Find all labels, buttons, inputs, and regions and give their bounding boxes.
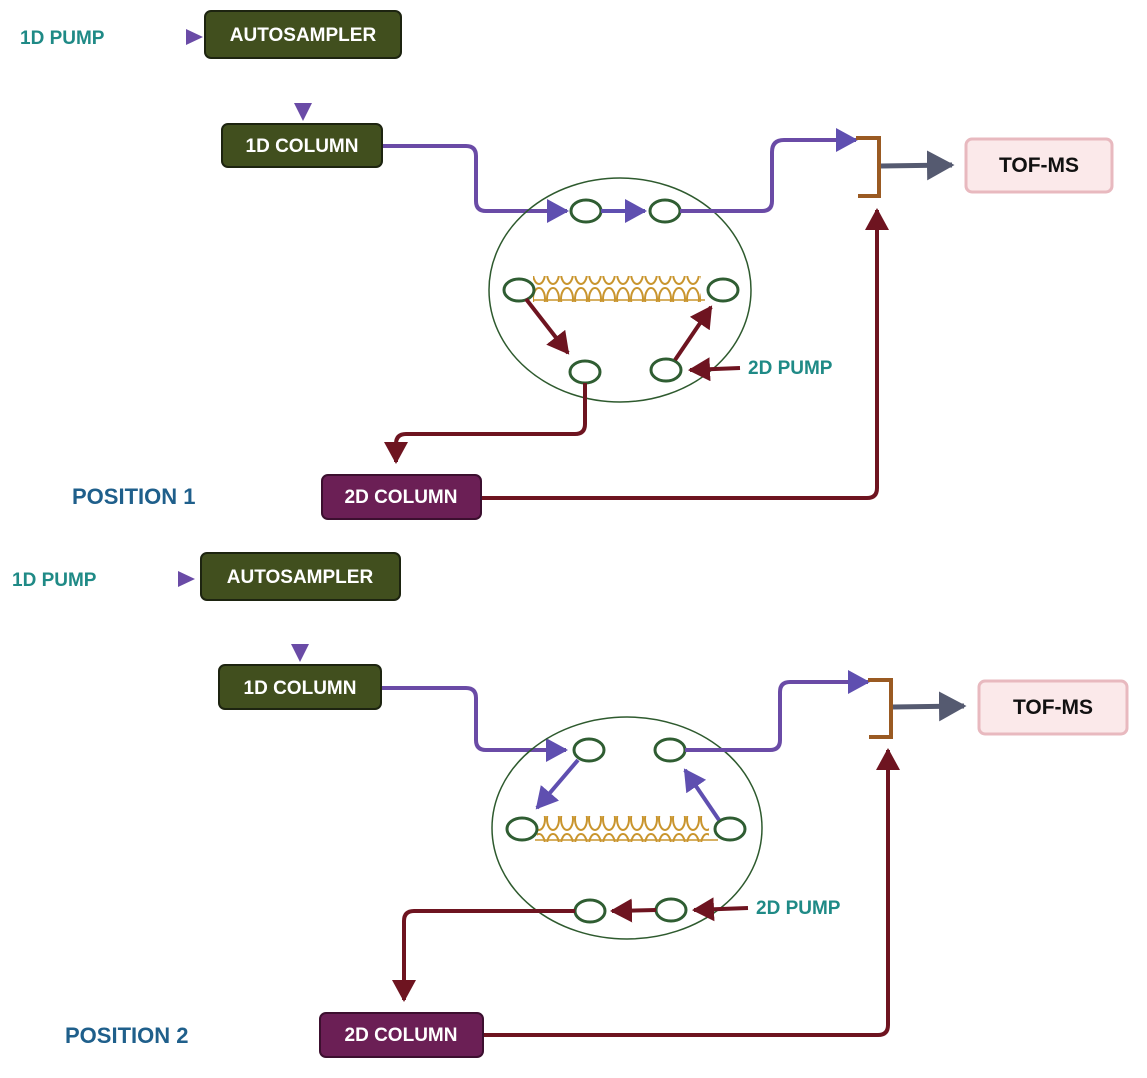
column-2d-label: 2D COLUMN <box>345 487 458 508</box>
column-1d-label: 1D COLUMN <box>246 136 359 157</box>
tof-ms-label: TOF-MS <box>999 154 1079 177</box>
autosampler-label: AUTOSAMPLER <box>230 25 377 46</box>
pump-2d-label: 2D PUMP <box>756 898 841 919</box>
valve-port <box>573 898 607 924</box>
column-2d-box: 2D COLUMN <box>319 1012 484 1058</box>
modulator-valve <box>488 177 752 403</box>
arrowhead <box>291 644 309 662</box>
autosampler-label: AUTOSAMPLER <box>227 567 374 588</box>
pump-2d-arrow <box>692 897 749 922</box>
position-label: POSITION 2 <box>65 1023 188 1048</box>
tof-ms-box: TOF-MS <box>964 137 1114 194</box>
flow-loop-to-port <box>524 297 570 355</box>
autosampler-box: AUTOSAMPLER <box>200 552 401 601</box>
tee-connector <box>856 136 881 198</box>
flow-column-2d-to-tee <box>484 748 900 1037</box>
flow-valve-to-tee <box>685 670 870 752</box>
sample-loop-coil <box>533 276 701 302</box>
flow-valve-to-column-2d <box>392 909 575 1002</box>
tof-ms-box: TOF-MS <box>977 679 1129 736</box>
pump-1d-label: 1D PUMP <box>12 570 97 591</box>
flow-port-to-loop <box>673 305 713 362</box>
flow-1d-to-valve <box>382 686 568 762</box>
flow-port-to-port <box>610 898 657 923</box>
arrowhead <box>178 571 195 587</box>
pump-2d-arrow <box>688 357 741 382</box>
valve-port <box>505 816 539 842</box>
column-1d-box: 1D COLUMN <box>218 664 382 710</box>
modulator-valve <box>491 716 763 940</box>
valve-port <box>648 198 682 224</box>
flow-column-2d-to-tee <box>482 208 889 500</box>
arrowhead <box>186 29 203 45</box>
panel-position-2: 1D PUMP AUTOSAMPLER 1D COLUMN 2D PUMP <box>12 552 1129 1058</box>
position-label: POSITION 1 <box>72 484 195 509</box>
pump-2d-label: 2D PUMP <box>748 358 833 379</box>
flow-loop-to-port <box>683 768 721 822</box>
flow-1d-to-valve <box>383 144 569 223</box>
column-2d-label: 2D COLUMN <box>345 1025 458 1046</box>
valve-port <box>706 277 740 303</box>
tof-ms-label: TOF-MS <box>1013 696 1093 719</box>
sample-loop-coil <box>537 816 709 842</box>
pump-1d-label: 1D PUMP <box>20 28 105 49</box>
flow-port-to-loop <box>535 758 580 810</box>
valve-port <box>568 359 602 385</box>
tee-connector <box>868 678 893 739</box>
valve-port <box>502 277 536 303</box>
flow-to-detector <box>880 150 955 181</box>
column-1d-label: 1D COLUMN <box>244 678 357 699</box>
flow-valve-to-tee <box>680 128 858 213</box>
autosampler-box: AUTOSAMPLER <box>204 10 402 59</box>
flow-to-detector <box>892 691 967 722</box>
panel-position-1: 1D PUMP AUTOSAMPLER 1D COLUMN <box>20 10 1114 520</box>
valve-port <box>649 357 683 383</box>
column-1d-box: 1D COLUMN <box>221 123 383 168</box>
valve-port <box>572 737 606 763</box>
valve-port <box>713 816 747 842</box>
valve-port <box>569 198 603 224</box>
arrowhead <box>294 103 312 121</box>
flow-valve-to-column-2d <box>384 383 587 464</box>
valve-port <box>654 897 688 923</box>
valve-port <box>653 737 687 763</box>
column-2d-box: 2D COLUMN <box>321 474 482 520</box>
